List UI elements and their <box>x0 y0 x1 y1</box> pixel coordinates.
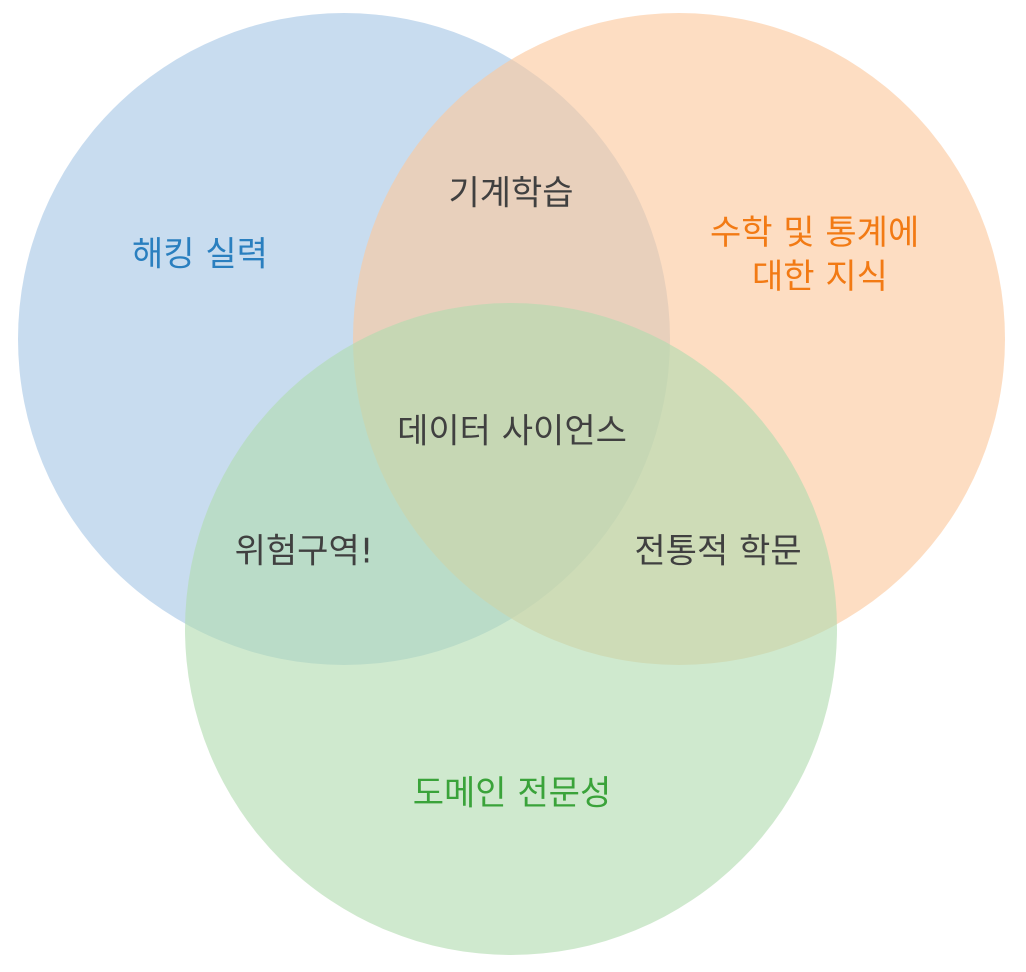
machine-learning-label: 기계학습 <box>448 174 573 214</box>
domain-label: 도메인 전문성 <box>413 774 612 814</box>
traditional-research-label: 전통적 학문 <box>634 532 801 572</box>
math-label-line-2: 대한 지식 <box>752 257 888 297</box>
hacking-label: 해킹 실력 <box>132 235 268 275</box>
domain-circle <box>185 303 837 955</box>
data-science-label: 데이터 사이언스 <box>397 412 627 452</box>
math-label-line-1: 수학 및 통계에 <box>710 213 919 253</box>
danger-zone-label: 위험구역! <box>235 532 374 572</box>
math-label: 수학 및 통계에 대한 지식 <box>710 213 930 297</box>
